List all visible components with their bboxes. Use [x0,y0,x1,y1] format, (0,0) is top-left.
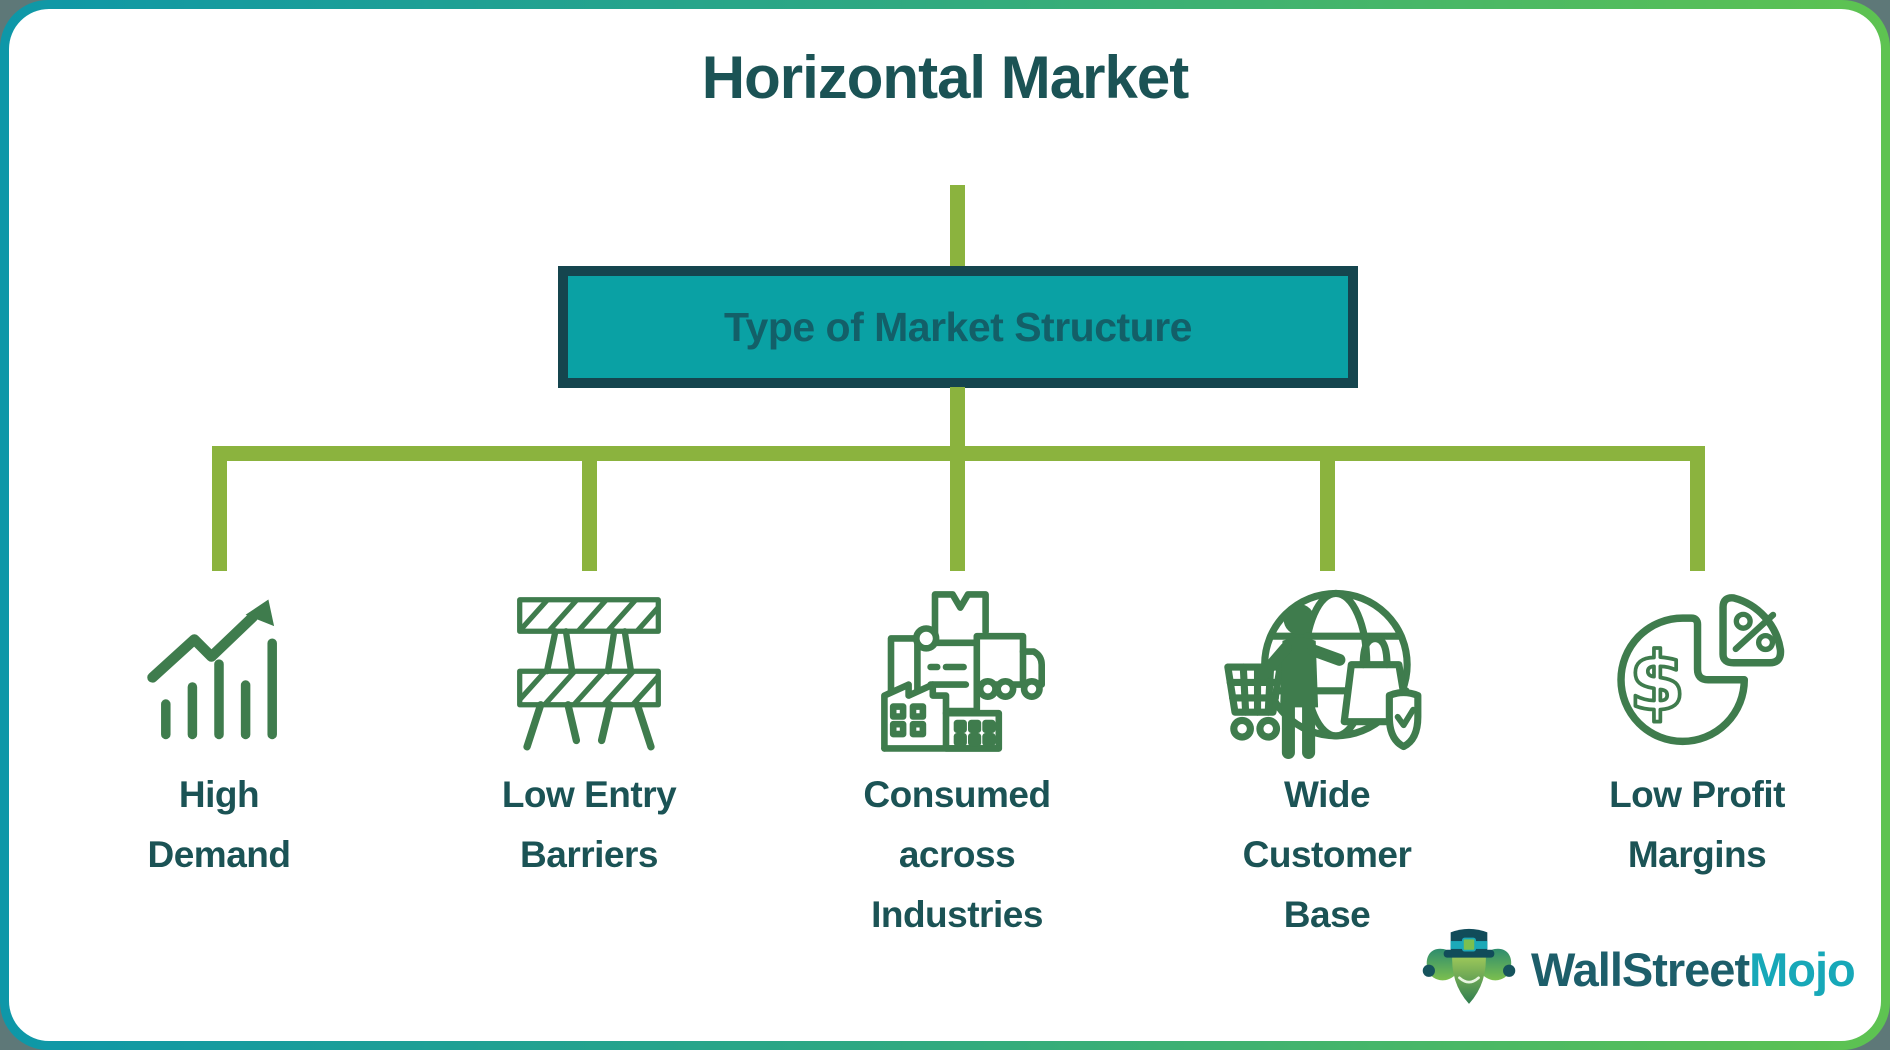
connector-drop-4 [1320,461,1335,571]
page-title: Horizontal Market [701,44,1189,111]
connector-drop-5 [1690,461,1705,571]
bar-chart-growth-icon [147,599,277,740]
global-customers-icon [1224,589,1422,760]
logo-wordmark: WallStreetMojo [1531,942,1856,996]
connector-drop-1 [212,461,227,571]
barrier-icon [517,597,661,751]
branch-low-profit-margins: $ Low Profit Margins [1527,575,1867,885]
branch-label: Wide Customer Base [1242,774,1412,935]
branch-wide-customer-base: Wide Customer Base [1157,575,1497,945]
wallstreetmojo-logo: WallStreetMojo [1421,925,1856,1013]
pie-percent-icon: $ [1617,594,1785,746]
connector-drop-3 [950,461,965,571]
branch-consumed-across-industries: Consumed across Industries [787,575,1127,945]
diagram-canvas: Horizontal Market Type of Market Structu… [9,9,1881,1041]
branch-label: Low Profit Margins [1609,774,1785,875]
connector-stem-bottom [950,387,965,449]
root-node-box: Type of Market Structure [558,266,1358,388]
root-node-label: Type of Market Structure [724,303,1192,350]
connector-stem-top [950,185,965,270]
branch-label: Consumed across Industries [863,774,1051,935]
connector-drop-2 [582,461,597,571]
connector-horizontal-line [212,446,1705,461]
bull-mascot-icon [1422,928,1516,1004]
branch-high-demand: High Demand [49,575,389,885]
supply-chain-icon [881,591,1045,752]
branch-low-entry-barriers: Low Entry Barriers [419,575,759,885]
svg-text:$: $ [1629,636,1685,730]
branch-label: High Demand [147,774,291,875]
branch-label: Low Entry Barriers [501,774,677,875]
